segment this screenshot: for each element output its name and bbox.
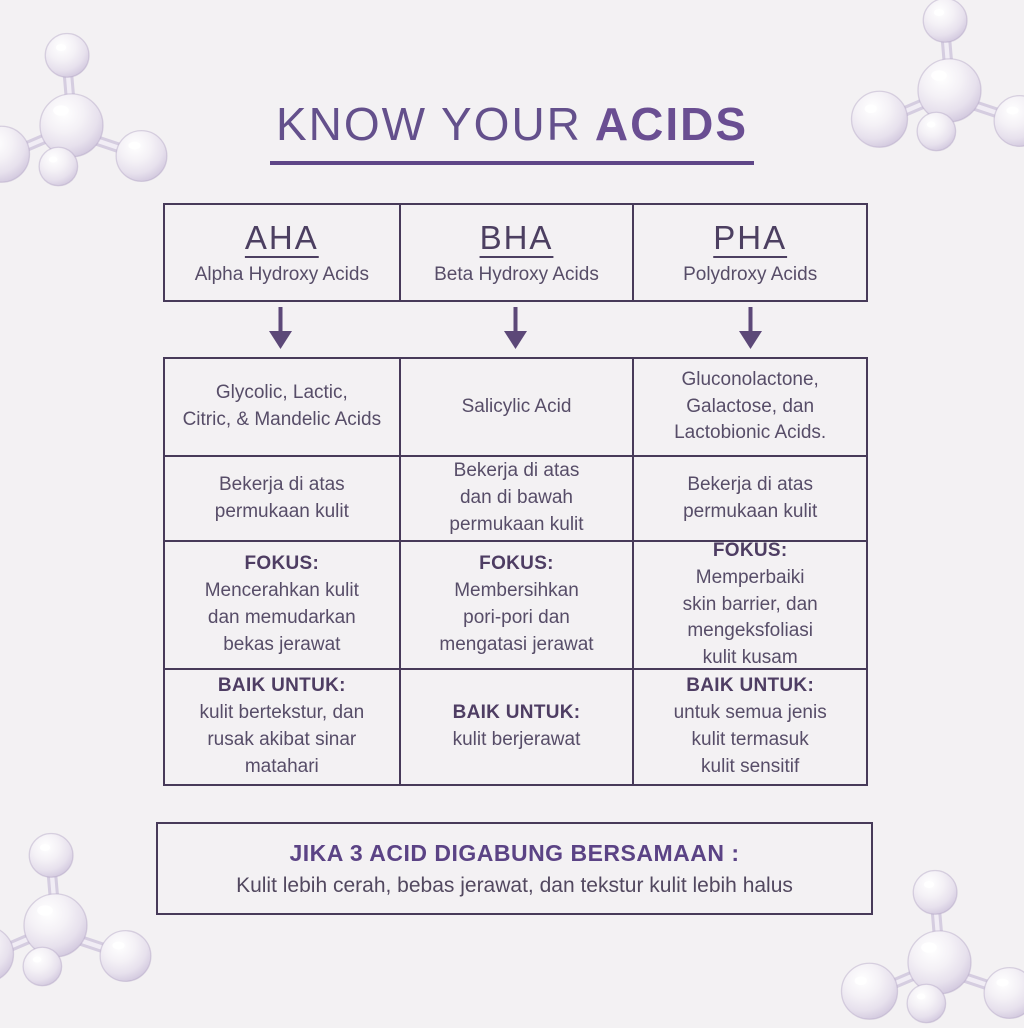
acid-full-name-bha: Beta Hydroxy Acids bbox=[434, 264, 599, 285]
goodfor-cell-aha: BAIK UNTUK: kulit bertekstur, dan rusak … bbox=[165, 668, 399, 784]
focus-text: Membersihkan pori-pori dan mengatasi jer… bbox=[439, 580, 594, 655]
goodfor-label: BAIK UNTUK: bbox=[452, 702, 581, 724]
goodfor-text: kulit bertekstur, dan rusak akibat sinar… bbox=[199, 702, 365, 777]
acid-acronym-bha: BHA bbox=[479, 219, 554, 256]
acid-full-name-aha: Alpha Hydroxy Acids bbox=[194, 264, 369, 285]
mechanism-cell-aha: Bekerja di atas permukaan kulit bbox=[165, 455, 399, 540]
acid-full-name-pha: Polydroxy Acids bbox=[683, 264, 818, 285]
focus-cell-pha: FOKUS: Memperbaiki skin barrier, dan men… bbox=[632, 540, 866, 668]
focus-cell-bha: FOKUS: Membersihkan pori-pori dan mengat… bbox=[398, 540, 633, 668]
arrow-down-icon bbox=[739, 307, 762, 349]
footer-summary-box: JIKA 3 ACID DIGABUNG BERSAMAAN : Kulit l… bbox=[156, 822, 873, 915]
focus-label: FOKUS: bbox=[244, 553, 320, 575]
focus-cell-aha: FOKUS: Mencerahkan kulit dan memudarkan … bbox=[165, 540, 399, 668]
ingredients-cell-pha: Gluconolactone, Galactose, dan Lactobion… bbox=[632, 359, 866, 455]
goodfor-cell-pha: BAIK UNTUK: untuk semua jenis kulit term… bbox=[632, 668, 866, 784]
goodfor-text: kulit berjerawat bbox=[452, 729, 581, 750]
mechanism-cell-pha: Bekerja di atas permukaan kulit bbox=[632, 455, 866, 540]
footer-heading: JIKA 3 ACID DIGABUNG BERSAMAAN : bbox=[289, 839, 740, 866]
acid-acronym-aha: AHA bbox=[244, 219, 319, 256]
goodfor-label: BAIK UNTUK: bbox=[686, 675, 815, 697]
acid-header-bha: BHA Beta Hydroxy Acids bbox=[398, 205, 633, 300]
page-title-emphasis: ACIDS bbox=[594, 98, 749, 150]
ingredients-cell-bha: Salicylic Acid bbox=[398, 359, 633, 455]
acid-header-aha: AHA Alpha Hydroxy Acids bbox=[165, 205, 399, 300]
page-title-prefix: KNOW YOUR bbox=[275, 98, 582, 150]
arrow-wrap-pha bbox=[633, 305, 868, 351]
arrow-wrap-bha bbox=[398, 305, 633, 351]
goodfor-label: BAIK UNTUK: bbox=[217, 675, 346, 697]
footer-text: Kulit lebih cerah, bebas jerawat, dan te… bbox=[236, 873, 793, 897]
acid-header-pha: PHA Polydroxy Acids bbox=[632, 205, 866, 300]
goodfor-cell-bha: BAIK UNTUK: kulit berjerawat bbox=[398, 668, 633, 784]
goodfor-text: untuk semua jenis kulit termasuk kulit s… bbox=[673, 702, 827, 777]
focus-text: Mencerahkan kulit dan memudarkan bekas j… bbox=[204, 580, 359, 655]
focus-label: FOKUS: bbox=[479, 553, 554, 575]
arrow-down-icon bbox=[269, 307, 292, 349]
focus-text: Memperbaiki skin barrier, dan mengeksfol… bbox=[682, 566, 818, 669]
molecule-3d-icon bbox=[0, 816, 143, 991]
arrow-down-icon bbox=[504, 307, 527, 349]
focus-label: FOKUS: bbox=[712, 539, 788, 561]
molecule-3d-icon bbox=[852, 853, 1024, 1028]
ingredients-cell-aha: Glycolic, Lactic, Citric, & Mandelic Aci… bbox=[182, 382, 382, 430]
acid-acronym-pha: PHA bbox=[713, 219, 788, 256]
arrow-wrap-aha bbox=[163, 305, 398, 351]
mechanism-cell-bha: Bekerja di atas dan di bawah permukaan k… bbox=[398, 455, 633, 540]
acid-comparison-table: Glycolic, Lactic, Citric, & Mandelic Aci… bbox=[163, 357, 868, 786]
arrow-row bbox=[163, 305, 868, 351]
acid-header-table: AHA Alpha Hydroxy Acids BHA Beta Hydroxy… bbox=[163, 203, 868, 302]
